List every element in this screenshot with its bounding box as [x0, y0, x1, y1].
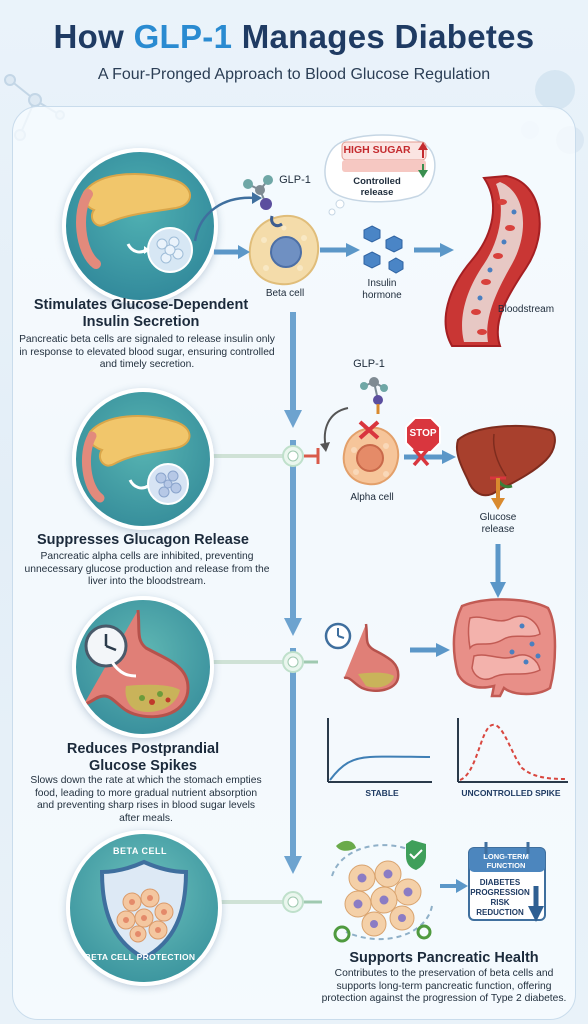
section4-description: Contributes to the preservation of beta …	[321, 968, 567, 1004]
stable-label: STABLE	[365, 788, 399, 798]
pancreas-alpha-icon	[82, 415, 191, 505]
arrow-to-longterm	[440, 879, 468, 893]
glp1-molecule-icon	[243, 175, 273, 210]
healthy-beta-cells-icon	[331, 840, 433, 943]
insulin-hormone-label: Insulin hormone	[362, 278, 402, 301]
glucose-release-label: Glucose release	[479, 512, 517, 535]
section1-title: Stimulates Glucose-Dependent Insulin Sec…	[33, 297, 249, 330]
glucose-down-arrow	[490, 476, 506, 510]
section1-description: Pancreatic beta cells are signaled to re…	[19, 334, 275, 370]
inhibit-curve-icon	[320, 407, 349, 452]
page-title: How GLP-1 Manages Diabetes	[53, 18, 535, 55]
alpha-cell-icon	[342, 420, 400, 486]
insulin-hexagons-icon	[363, 225, 404, 274]
calendar-body: DIABETES PROGRESSION RISK REDUCTION	[470, 878, 530, 917]
curved-arrow-icon	[193, 192, 262, 242]
arrow-to-beta-cell	[214, 245, 250, 259]
sugar-arrows-icon	[418, 142, 428, 178]
stable-glucose-chart	[327, 718, 432, 783]
beta-cell-label: Beta cell	[265, 288, 305, 299]
pancreas-alpha-illustration	[72, 388, 214, 530]
alpha-cell-label: Alpha cell	[350, 492, 394, 503]
bloodstream-label: Bloodstream	[497, 304, 555, 315]
spike-glucose-chart	[457, 718, 568, 783]
section3-description: Slows down the rate at which the stomach…	[30, 775, 262, 824]
stomach-icon	[83, 609, 190, 719]
blood-vessel-icon	[444, 174, 541, 347]
arrow-to-intestine-2	[410, 643, 450, 657]
beta-cell-protection-badge	[66, 830, 222, 986]
arrow-to-insulin	[320, 243, 360, 257]
shield-icon	[99, 859, 189, 961]
stomach-illustration	[72, 596, 214, 738]
stop-label: STOP	[409, 428, 437, 439]
intestine-icon	[452, 598, 557, 698]
glp1-label-2: GLP-1	[353, 358, 385, 370]
controlled-release-label: Controlled release	[353, 176, 401, 198]
arrow-to-intestine	[490, 544, 506, 598]
stop-sign-icon	[405, 417, 441, 453]
arrow-to-bloodstream	[414, 243, 454, 257]
section3-title: Reduces Postprandial Glucose Spikes	[66, 741, 220, 774]
calendar-icon	[468, 842, 546, 922]
calendar-title: LONG-TERM FUNCTION	[483, 852, 529, 870]
beta-cell-icon	[248, 214, 320, 286]
thought-bubble	[324, 134, 436, 216]
glp1-label: GLP-1	[279, 174, 311, 186]
uncontrolled-spike-label: UNCONTROLLED SPIKE	[461, 788, 561, 798]
glp1-molecule-icon-2	[360, 377, 388, 414]
liver-icon	[456, 424, 556, 497]
section2-description: Pancreatic alpha cells are inhibited, pr…	[24, 551, 270, 587]
section2-title: Suppresses Glucagon Release	[37, 532, 249, 548]
blocked-arrow-icon	[404, 447, 456, 467]
pancreas-illustration	[62, 148, 218, 304]
badge-bottom-label: BETA CELL PROTECTION	[84, 952, 196, 962]
section4-title: Supports Pancreatic Health	[349, 950, 539, 966]
high-sugar-label: HIGH SUGAR	[343, 144, 411, 156]
page-subtitle: A Four-Pronged Approach to Blood Glucose…	[97, 66, 491, 83]
stomach-small-icon	[324, 622, 400, 692]
pancreas-icon	[76, 173, 193, 273]
badge-top-label: BETA CELL	[113, 846, 167, 856]
